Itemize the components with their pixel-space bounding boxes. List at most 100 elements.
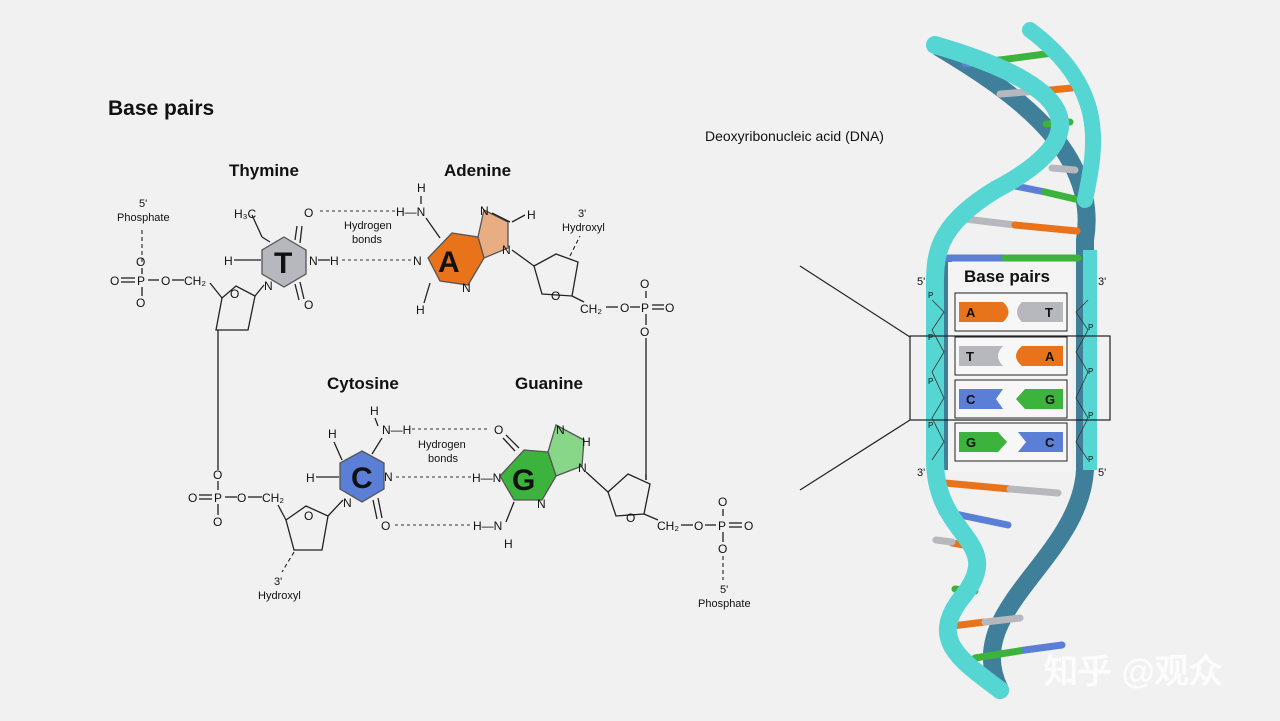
svg-text:3': 3' [274,576,282,588]
svg-text:O: O [188,491,197,505]
adenine-letter: A [438,246,460,279]
svg-text:P: P [928,421,933,430]
svg-text:H: H [417,181,426,195]
svg-text:O: O [213,468,222,482]
adenine-label: Adenine [444,161,511,180]
inset-pair-row: C G [954,379,1068,419]
sugar-bottom-left: O 3' Hydroxyl [258,499,344,602]
svg-text:C: C [966,392,976,407]
svg-text:CH₂: CH₂ [184,274,206,288]
svg-text:O: O [304,509,313,523]
svg-text:H—N: H—N [396,205,425,219]
svg-text:H: H [582,435,591,449]
svg-text:O: O [213,515,222,529]
svg-text:H: H [306,471,315,485]
svg-text:O: O [551,289,560,303]
svg-text:CH₂: CH₂ [657,519,679,533]
inset-pair-row: G C [954,422,1068,462]
svg-text:3': 3' [578,208,586,220]
sugar-bottom-right: O CH₂ O P O O O 5' Phosphate [607,473,753,610]
svg-text:P: P [928,377,933,386]
hydrogen-bonds-cg: Hydrogen bonds [395,428,488,526]
svg-text:H: H [370,404,379,418]
svg-text:bonds: bonds [428,453,458,465]
phosphate-top-left: 5' Phosphate O O P O O CH₂ [110,198,223,310]
dna-double-helix [925,22,1101,699]
svg-text:O: O [640,325,649,339]
svg-text:H: H [416,303,425,317]
svg-text:A: A [1045,349,1055,364]
phosphate-bottom-left: O O P O CH₂ O [188,468,287,529]
svg-text:O: O [718,495,727,509]
svg-text:Phosphate: Phosphate [117,212,170,224]
thymine-ring [261,236,307,288]
svg-text:P: P [928,333,933,342]
svg-text:P: P [1088,323,1093,332]
svg-text:O: O [744,519,753,533]
pointer-line-top [799,265,911,338]
svg-text:N: N [480,204,489,218]
svg-text:CH₂: CH₂ [262,491,284,505]
svg-text:H: H [328,427,337,441]
svg-text:5': 5' [139,198,147,210]
svg-text:O: O [237,491,246,505]
svg-text:Hydroxyl: Hydroxyl [562,222,605,234]
cytosine-label: Cytosine [327,374,399,393]
thymine-molecule: T H₃C H O N H O N [224,206,339,312]
svg-text:N: N [462,281,471,295]
svg-text:O: O [161,274,170,288]
svg-text:H: H [504,537,513,551]
svg-text:T: T [1045,305,1053,320]
inset-title: Base pairs [964,267,1050,286]
section-title: Base pairs [108,97,214,120]
svg-text:P: P [928,291,933,300]
dna-label: Deoxyribonucleic acid (DNA) [705,128,884,144]
svg-text:O: O [136,296,145,310]
cytosine-molecule: C H H H N—H N O N [306,404,411,533]
hydrogen-bonds-ta: Hydrogen bonds [320,210,412,261]
svg-text:Phosphate: Phosphate [698,598,751,610]
guanine-molecule: G O N H H—N N N H—N H [472,423,609,551]
svg-text:P: P [1088,367,1093,376]
svg-text:G: G [1045,392,1055,407]
guanine-label: Guanine [515,374,583,393]
svg-text:3': 3' [917,467,925,479]
svg-text:H: H [224,254,233,268]
svg-text:O: O [110,274,119,288]
svg-text:H—N: H—N [472,471,501,485]
inset-highlight-box [909,335,1111,421]
svg-text:C: C [1045,435,1055,450]
svg-text:N: N [556,423,565,437]
svg-text:H: H [330,254,339,268]
inset-base-pairs: Base pairs 5' 3' 3' 5' P P P P P P P P A… [909,262,1111,479]
svg-text:O: O [620,301,629,315]
watermark: 知乎 @观众 [1044,653,1223,691]
sugar-top-left: O [215,284,265,470]
cytosine-ring [339,450,385,503]
guanine-letter: G [512,464,535,497]
inset-pair-row: T A [954,336,1068,376]
svg-text:O: O [665,301,674,315]
inset-phosphate-chain-left: P P P P [928,291,945,461]
svg-text:N—H: N—H [382,423,411,437]
svg-text:N: N [343,496,352,510]
svg-text:O: O [136,255,145,269]
svg-text:P: P [137,274,145,288]
svg-text:H—N: H—N [473,519,502,533]
adenine-ring [427,232,485,286]
svg-text:O: O [304,298,313,312]
svg-text:N: N [502,243,511,257]
svg-text:5': 5' [1098,467,1106,479]
svg-text:Hydrogen: Hydrogen [344,220,392,232]
helix-strand-light [925,36,1070,699]
sugar-top-right: O 3' Hydroxyl CH₂ O P O O O [533,208,674,480]
svg-text:Hydrogen: Hydrogen [418,439,466,451]
svg-text:H₃C: H₃C [234,207,257,221]
svg-text:3': 3' [1098,276,1106,288]
svg-text:T: T [966,349,974,364]
thymine-letter: T [274,247,292,280]
svg-text:N: N [537,497,546,511]
inset-phosphate-chain-right: P P P P [1075,299,1093,464]
svg-text:bonds: bonds [352,234,382,246]
